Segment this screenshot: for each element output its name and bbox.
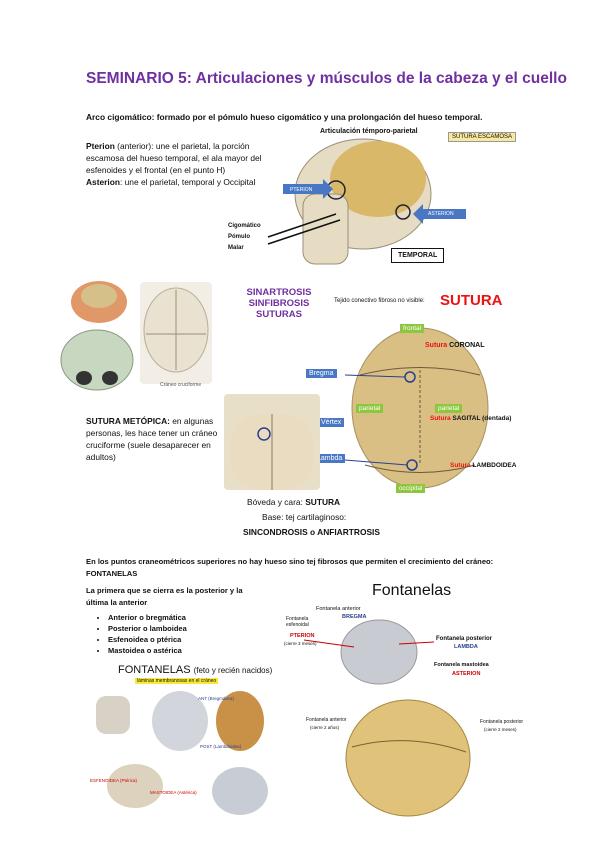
fontanelas-small-title: FONTANELAS (feto y recién nacidos) bbox=[118, 664, 272, 676]
metopica-paragraph: SUTURA METÓPICA: en algunas personas, le… bbox=[86, 415, 218, 463]
sutura-lambdoidea-red: Sutura bbox=[450, 462, 471, 469]
sutura-lambdoidea-label: Sutura LAMBDOIDEA bbox=[450, 462, 516, 469]
sinartrosis-heading: SINARTROSIS SINFIBROSIS SUTURAS bbox=[244, 287, 314, 320]
list-item: Posterior o lamboidea bbox=[108, 623, 252, 634]
pterion-text: (anterior): une el parietal, la porción … bbox=[86, 141, 262, 175]
pterion-label: Pterion bbox=[86, 141, 115, 151]
fontanela-mastoidea-label: Fontanela mastoidea bbox=[434, 662, 489, 668]
list-item: Esfenoidea o ptérica bbox=[108, 634, 252, 645]
fontanelas-intro: En los puntos craneométricos superiores … bbox=[86, 557, 494, 578]
pterion-big-label: PTERION bbox=[290, 633, 315, 639]
occipital-tag: occipital bbox=[396, 484, 426, 493]
frontal-tag: frontal bbox=[400, 324, 425, 333]
sutura-lambdoidea-text: LAMBDOIDEA bbox=[470, 462, 517, 469]
cigomatico-text: Arco cigomático: formado por el pómulo h… bbox=[86, 112, 483, 122]
fontanela-posterior-label: Fontanela posterior bbox=[436, 636, 493, 642]
fontanelas-small-figure: FONTANELAS (feto y recién nacidos) lámin… bbox=[90, 664, 280, 824]
metopica-text: en algunas personas, les hace tener un c… bbox=[86, 416, 218, 462]
lateral-skull-image bbox=[267, 138, 466, 265]
lambda-tag: Lambda bbox=[314, 454, 346, 463]
ant2-cierre-label: (cierre 2 años) bbox=[310, 725, 340, 730]
sutura-big-label: SUTURA bbox=[440, 292, 503, 309]
sinfibrosis-line: SINFIBROSIS bbox=[248, 298, 310, 309]
ant-bregmatica-label: ANT (Bregmática) bbox=[198, 696, 234, 701]
tejido-conectivo-label: Tejido conectivo fibroso no visible: bbox=[334, 298, 425, 304]
base-line: Base: tej cartilaginoso: bbox=[262, 512, 347, 522]
post-lambdoidea-label: POST (Lambdoidea) bbox=[200, 744, 242, 749]
pterion-paragraph: Pterion (anterior): une el parietal, la … bbox=[86, 140, 281, 188]
boveda-value: SUTURA bbox=[305, 497, 341, 507]
bregma-tag: Bregma bbox=[306, 369, 337, 378]
sutura-coronal-label: Sutura CORONAL bbox=[425, 342, 485, 349]
sutura-sagital-label: Sutura SAGITAL (dentada) bbox=[430, 415, 511, 422]
baby-skull-front-image bbox=[58, 328, 136, 400]
list-item: Anterior o bregmática bbox=[108, 612, 252, 623]
asterion-label: Asterion bbox=[86, 177, 120, 187]
fontanela-anterior-label: Fontanela anterior bbox=[316, 606, 361, 612]
suturas-line: SUTURAS bbox=[256, 309, 302, 320]
temporal-box: TEMPORAL bbox=[391, 248, 445, 263]
metopic-skull-image bbox=[224, 394, 320, 490]
sutura-coronal-red: Sutura bbox=[425, 342, 448, 349]
page-title: SEMINARIO 5: Articulaciones y músculos d… bbox=[86, 70, 567, 87]
sincondrosis-line: SINCONDROSIS o ANFIARTROSIS bbox=[243, 527, 380, 537]
fontanelas-small-subtitle: (feto y recién nacidos) bbox=[193, 666, 273, 675]
sutura-escamosa-label: SUTURA ESCAMOSA bbox=[448, 132, 517, 142]
pomulo-label: Pómulo bbox=[228, 234, 250, 240]
cigomatico-label: Cigomático bbox=[228, 223, 261, 229]
lateral-skull-figure: Articulación témporo-parietal PTERION AS… bbox=[228, 124, 468, 274]
lambda-label: LAMBDA bbox=[454, 644, 478, 650]
fontanela-esfenoidal-label: Fontanela esfenoidal bbox=[286, 616, 309, 628]
parietal-right-tag: parietal bbox=[435, 404, 463, 413]
articulacion-temporo-label: Articulación témporo-parietal bbox=[320, 128, 418, 135]
fontanelas-small-image bbox=[96, 691, 268, 815]
bregma-label: BREGMA bbox=[342, 614, 367, 620]
sutura-sagital-text: SAGITAL (dentada) bbox=[450, 415, 512, 422]
pterion-arrow-label: PTERION bbox=[290, 187, 313, 193]
asterion-text: : une el parietal, temporal y Occipital bbox=[119, 177, 256, 187]
pterion-cierre-label: (cierre 3 meses) bbox=[284, 641, 317, 646]
sutura-sagital-red: Sutura bbox=[430, 415, 451, 422]
baby-skull-top-image bbox=[68, 278, 130, 323]
cruciform-skull-image bbox=[140, 282, 212, 384]
laminas-label: láminas membranosas en el cráneo bbox=[135, 678, 219, 684]
asterion-big-label: ASTERION bbox=[452, 671, 481, 677]
vault-skull-figure: frontal Sutura CORONAL Bregma parietal p… bbox=[300, 320, 540, 498]
boveda-label: Bóveda y cara: bbox=[247, 497, 306, 507]
boveda-line: Bóveda y cara: SUTURA bbox=[247, 496, 407, 508]
vault-skull-image bbox=[344, 327, 489, 489]
asterion-arrow-label: ASTERION bbox=[428, 211, 454, 217]
vertex-tag: Vértex bbox=[318, 418, 345, 427]
fontanelas-big-image bbox=[303, 619, 471, 817]
fontanelas-small-title-text: FONTANELAS bbox=[118, 664, 191, 676]
mastoidea-label: MASTOIDEA (Astérica) bbox=[150, 790, 197, 795]
list-item: Mastoidea o astérica bbox=[108, 645, 252, 656]
fontanela-posterior-2-label: Fontanela posterior bbox=[480, 719, 524, 725]
sutura-coronal-text: CORONAL bbox=[447, 342, 485, 349]
craneo-cruciforme-caption: Cráneo cruciforme bbox=[160, 382, 202, 388]
malar-label: Malar bbox=[228, 245, 244, 251]
post2-cierre-label: (cierre 2 meses) bbox=[484, 727, 517, 732]
parietal-left-tag: parietal bbox=[356, 404, 384, 413]
fontanela-anterior-2-label: Fontanela anterior bbox=[306, 717, 347, 723]
metopica-label: SUTURA METÓPICA: bbox=[86, 416, 170, 426]
esfenoidea-label: ESFENOIDEA (Ptérica) bbox=[90, 778, 138, 783]
primera-cierra-text: La primera que se cierra es la posterior… bbox=[86, 586, 243, 607]
fontanelas-list: Anterior o bregmática Posterior o lamboi… bbox=[92, 612, 252, 656]
fontanelas-big-title: Fontanelas bbox=[372, 582, 452, 599]
fontanelas-big-figure: Fontanelas Fontanela anterior BREGMA Fon… bbox=[284, 582, 532, 822]
sinartrosis-line: SINARTROSIS bbox=[246, 287, 312, 298]
sutura-escamosa-figure: SUTURA ESCAMOSA bbox=[444, 130, 524, 154]
